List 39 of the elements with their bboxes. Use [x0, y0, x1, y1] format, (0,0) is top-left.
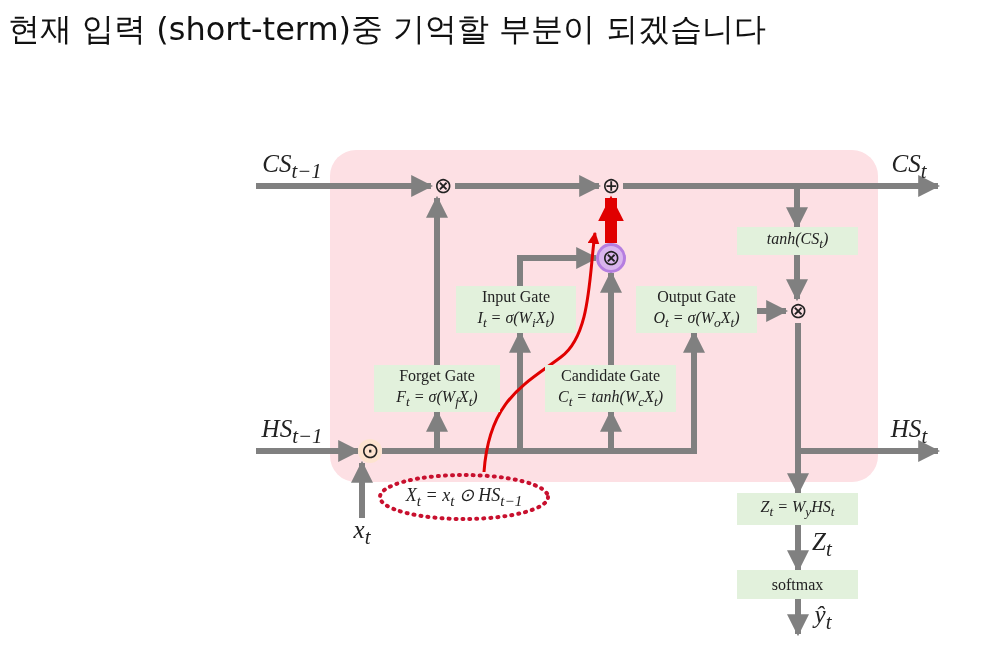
function-box: Z$_{t}$ = W$_{y}$HS$_{t}$: [737, 493, 858, 525]
variable-label: x$_{t}$: [347, 518, 377, 548]
gate-formula: I$_{t}$ = σ(W$_{i}$X$_{t}$): [477, 307, 555, 333]
gate-formula: F$_{t}$ = σ(W$_{f}$X$_{t}$): [396, 386, 478, 412]
gate-formula: C$_{t}$ = tanh(W$_{c}$X$_{t}$): [558, 386, 663, 412]
arrow: [482, 231, 600, 473]
add-symbol: ⊕: [599, 174, 623, 198]
formula-text: X$_{t}$ = x$_{t}$ ⊙ HS$_{t−1}$: [405, 484, 523, 510]
gate-name: Output Gate: [657, 286, 736, 307]
arrow: [256, 175, 434, 197]
arrow: [598, 195, 624, 243]
gate-name: Input Gate: [482, 286, 550, 307]
edge-label: Z$_{t}$: [812, 528, 832, 562]
arrow: [455, 175, 602, 197]
gate-box: [636, 286, 757, 333]
multiply-symbol: ⊗: [786, 299, 810, 323]
function-box: tanh(CS$_{t}$): [737, 227, 858, 255]
gate-box: [374, 365, 500, 412]
gate-box: [545, 365, 676, 412]
arrow: [623, 183, 808, 230]
title: 현재 입력 (short-term)중 기억할 부분이 되겠습니다: [8, 9, 766, 50]
gate-name: Forget Gate: [399, 365, 475, 386]
gate-formula: O$_{t}$ = σ(W$_{o}$X$_{t}$): [653, 307, 740, 333]
arrow: [426, 195, 448, 365]
variable-label: CS$_{t}$: [880, 152, 938, 182]
arrow: [787, 525, 809, 573]
dotted-ellipse: [377, 472, 551, 522]
arrow: [787, 599, 809, 637]
arrow: [757, 300, 789, 322]
variable-label: HS$_{t−1}$: [256, 417, 328, 447]
arrow: [351, 460, 373, 518]
arrow: [786, 255, 808, 302]
function-box: softmax: [737, 570, 858, 599]
gate-name: Candidate Gate: [560, 365, 661, 386]
variable-label: CS$_{t−1}$: [256, 152, 328, 182]
variable-label: HS$_{t}$: [880, 417, 938, 447]
multiply-symbol: ⊗: [431, 174, 455, 198]
gate-box: [456, 286, 576, 333]
variable-label: ŷ$_{t}$: [808, 602, 838, 634]
